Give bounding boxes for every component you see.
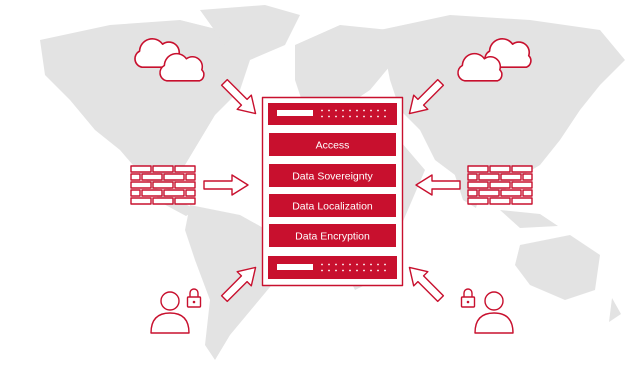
vent-dot [370,269,372,272]
server-frame [261,96,404,287]
vent-dot [342,109,344,112]
stack-layer-data-sovereignty: Data Sovereignty [269,164,396,187]
vent-dot [370,263,372,266]
vent-dot [377,109,379,112]
australia [515,235,600,300]
cloud-icon [457,38,532,82]
vent-dot [328,263,330,266]
vent-dot [370,109,372,112]
vent-dot [342,115,344,118]
southeast-asia-islands [500,210,558,228]
server-top-unit [268,103,397,125]
user-lock-icon [460,288,514,334]
vent-dot [363,269,365,272]
vent-dot [363,109,365,112]
user-lock-icon [150,288,202,334]
vent-dot [384,115,386,118]
vent-dot [377,263,379,266]
stack-layer-label: Access [316,140,350,152]
vent-dot [384,109,386,112]
lock-icon [186,288,202,308]
stack-layer-label: Data Sovereignty [292,171,373,183]
vent-dot [363,263,365,266]
europe [295,25,395,110]
vent-dot [321,269,323,272]
vent-dot [377,115,379,118]
lock-icon [460,288,476,308]
vent-dot [328,115,330,118]
server-icon: Access Data Sovereignty Data Localizatio… [261,96,404,287]
user-icon [474,291,514,334]
vent-dot [342,263,344,266]
stack-layer-data-localization: Data Localization [269,194,396,217]
vent-dot [349,263,351,266]
arrow-top-left [220,78,257,115]
stack-layer-label: Data Encryption [295,231,370,243]
vent-dot [356,263,358,266]
greenland [200,5,300,60]
vent-dot [321,115,323,118]
vent-dot [321,109,323,112]
vent-dot [384,263,386,266]
vent-dot [349,269,351,272]
vent-dot [356,109,358,112]
vent-dot [335,269,337,272]
stack-layer-data-encryption: Data Encryption [269,224,396,247]
arrow-middle-left [203,174,249,196]
firewall-icon [467,165,533,205]
vent-dot [328,109,330,112]
vent-dot [328,269,330,272]
user-icon [150,291,190,334]
arrow-bottom-left [220,266,257,303]
vent-dot [342,269,344,272]
arrow-bottom-right [408,266,445,303]
vent-dot [321,263,323,266]
stack-layer-label: Data Localization [292,201,373,213]
firewall-icon [130,165,196,205]
vent-dot [356,115,358,118]
vent-dot [335,263,337,266]
vent-dot [349,109,351,112]
server-bottom-unit [268,256,397,279]
japan [558,84,572,116]
vent-dot [363,115,365,118]
cloud-icon [134,38,205,82]
arrow-middle-right [415,174,461,196]
server-vent-dots [321,109,386,118]
asia [380,15,625,200]
vent-dot [335,115,337,118]
stack-layer-access: Access [269,133,396,156]
arrow-top-right [408,78,445,115]
vent-dot [384,269,386,272]
vent-dot [349,115,351,118]
new-zealand [609,298,621,322]
vent-dot [370,115,372,118]
server-vent-dots [321,263,386,272]
vent-dot [377,269,379,272]
vent-dot [356,269,358,272]
vent-dot [335,109,337,112]
